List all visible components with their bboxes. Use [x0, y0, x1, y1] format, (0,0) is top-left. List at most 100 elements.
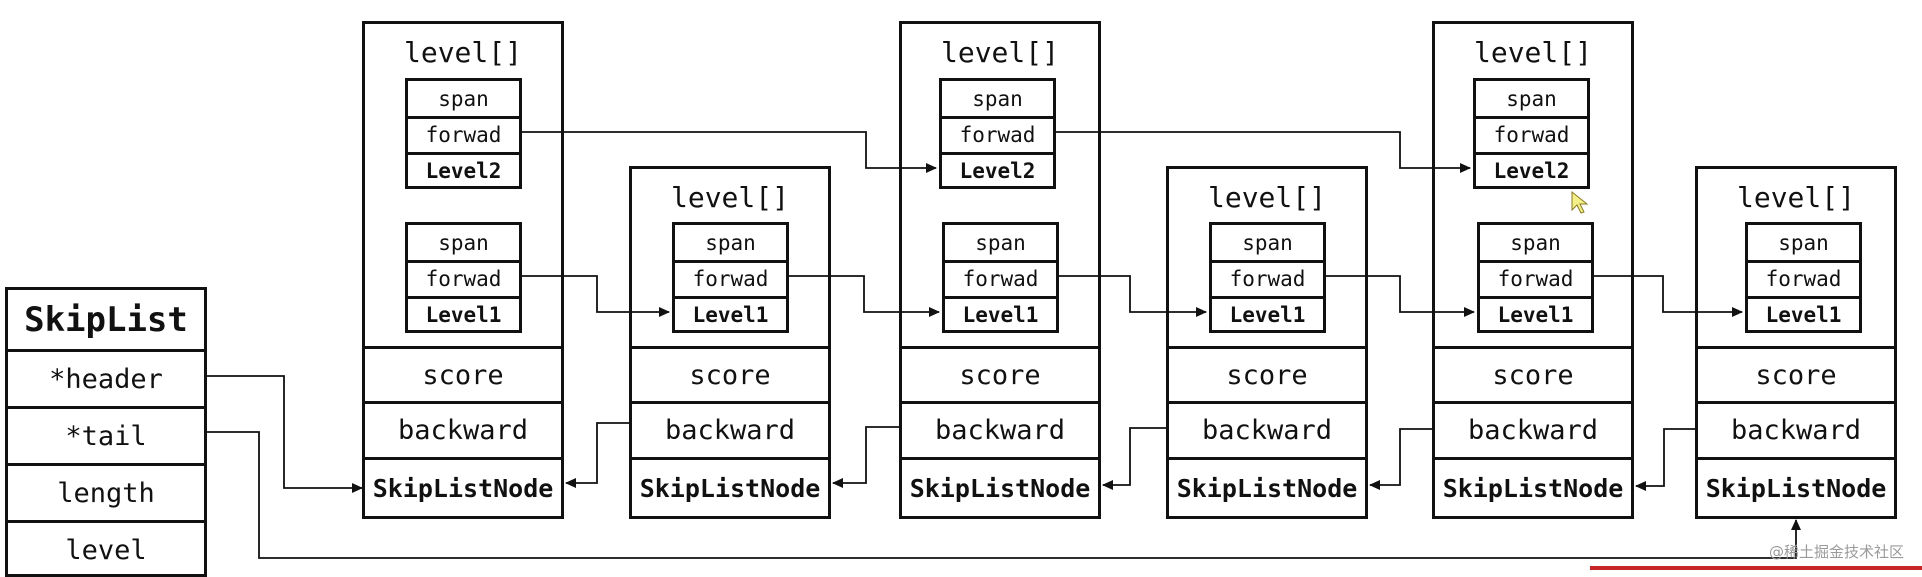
level-entry: span forwad Level1 [1477, 222, 1594, 333]
level-array-title: level[] [940, 35, 1059, 69]
span-field: span [438, 86, 489, 111]
level-name: Level1 [1229, 302, 1306, 327]
forward-field: forwad [1229, 267, 1306, 291]
divider [945, 296, 1056, 299]
node-label: SkipListNode [1442, 473, 1624, 503]
level2-forward-arrow [1054, 131, 1471, 173]
span-field: span [1510, 230, 1561, 255]
level2-forward-arrow [519, 131, 937, 173]
skiplist-title: SkipList [24, 299, 188, 340]
skiplist-tail-field: *tail [65, 420, 147, 452]
header-pointer-arrow [207, 375, 363, 493]
level-name: Level1 [1497, 302, 1574, 327]
level-name: Level1 [425, 302, 502, 327]
backward-arrow [1102, 427, 1166, 490]
divider [8, 406, 204, 409]
divider [945, 260, 1056, 263]
divider [1212, 260, 1323, 263]
level-array-title: level[] [1207, 180, 1326, 214]
divider [1698, 401, 1894, 404]
score-field: score [959, 359, 1041, 391]
level-name: Level2 [1493, 158, 1570, 183]
score-field: score [1226, 359, 1308, 391]
level-array-title: level[] [1736, 180, 1855, 214]
level-array-title: level[] [403, 35, 522, 69]
skiplist-node: level[] span forwad Level2 span forwad L… [1432, 21, 1634, 519]
level-name: Level2 [425, 158, 502, 183]
backward-field: backward [1730, 415, 1862, 446]
node-label: SkipListNode [909, 473, 1091, 503]
forward-field: forwad [425, 267, 502, 291]
forward-field: forwad [959, 123, 1036, 147]
red-bar [1590, 566, 1922, 570]
divider [1698, 457, 1894, 460]
level1-forward-arrow [1056, 275, 1207, 317]
divider [902, 401, 1098, 404]
span-field: span [705, 230, 756, 255]
divider [902, 346, 1098, 349]
span-field: span [972, 86, 1023, 111]
span-field: span [1242, 230, 1293, 255]
backward-arrow [1369, 428, 1432, 490]
divider [1748, 296, 1859, 299]
divider [1748, 260, 1859, 263]
divider [408, 152, 519, 155]
forward-field: forwad [962, 267, 1039, 291]
level1-forward-arrow [1593, 275, 1743, 317]
level-array-title: level[] [670, 180, 789, 214]
level1-forward-arrow [519, 275, 670, 317]
skiplist-node: level[] span forwad Level1 score backwar… [1166, 166, 1368, 519]
divider [1435, 457, 1631, 460]
divider [1480, 296, 1591, 299]
span-field: span [975, 230, 1026, 255]
divider [1476, 152, 1587, 155]
backward-field: backward [397, 415, 529, 446]
divider [1435, 401, 1631, 404]
forward-field: forwad [1493, 123, 1570, 147]
backward-arrow [1635, 428, 1695, 491]
divider [8, 463, 204, 466]
skiplist-length-field: length [57, 477, 155, 509]
level-entry: span forwad Level2 [1473, 78, 1590, 189]
node-label: SkipListNode [1705, 473, 1887, 503]
divider [942, 152, 1053, 155]
score-field: score [1492, 359, 1574, 391]
level-entry: span forwad Level1 [1209, 222, 1326, 333]
skiplist-node: level[] span forwad Level1 score backwar… [629, 166, 831, 519]
span-field: span [1506, 86, 1557, 111]
skiplist-header-field: *header [49, 363, 163, 395]
level-array-title: level[] [1473, 35, 1592, 69]
divider [365, 346, 561, 349]
divider [365, 401, 561, 404]
divider [675, 296, 786, 299]
score-field: score [1755, 359, 1837, 391]
divider [8, 349, 204, 352]
divider [408, 116, 519, 119]
backward-field: backward [1201, 415, 1333, 446]
forward-field: forwad [1497, 267, 1574, 291]
divider [1169, 457, 1365, 460]
score-field: score [689, 359, 771, 391]
score-field: score [422, 359, 504, 391]
backward-arrow [565, 422, 629, 488]
level-entry: span forwad Level2 [939, 78, 1056, 189]
level-name: Level1 [692, 302, 769, 327]
level-entry: span forwad Level1 [672, 222, 789, 333]
watermark: @稀土掘金技术社区 [1768, 543, 1904, 561]
level1-forward-arrow [1323, 275, 1475, 317]
level-entry: span forwad Level1 [1745, 222, 1862, 333]
divider [632, 401, 828, 404]
skiplist-struct: SkipList *header *tail length level [5, 287, 207, 577]
skiplist-node: level[] span forwad Level2 span forwad L… [899, 21, 1101, 519]
divider [632, 346, 828, 349]
skiplist-level-field: level [65, 534, 147, 566]
divider [1435, 346, 1631, 349]
divider [8, 520, 204, 523]
span-field: span [1778, 230, 1829, 255]
backward-arrow [832, 426, 899, 488]
divider [942, 116, 1053, 119]
level-entry: span forwad Level2 [405, 78, 522, 189]
level-name: Level1 [962, 302, 1039, 327]
level-entry: span forwad Level1 [942, 222, 1059, 333]
